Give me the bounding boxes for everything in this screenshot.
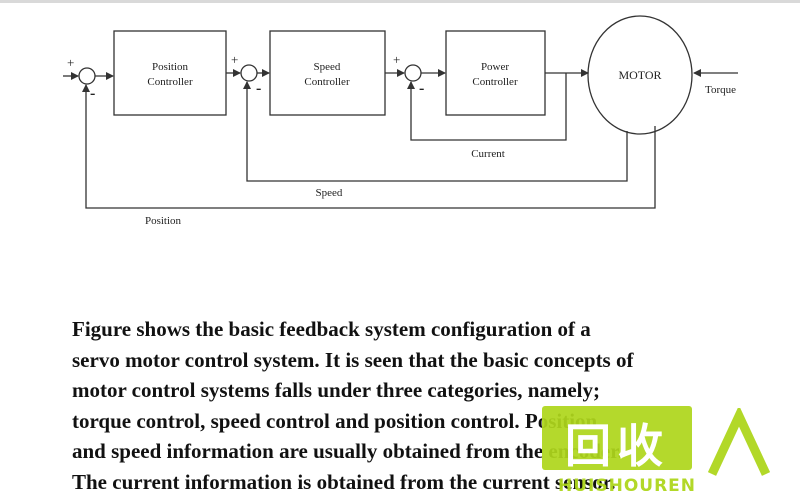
position-controller-label-line1: Position xyxy=(152,61,189,73)
plus-sign-1: + xyxy=(67,55,74,70)
paragraph-line-1: Figure shows the basic feedback system c… xyxy=(72,317,591,341)
plus-sign-2: + xyxy=(231,52,238,67)
position-controller-label-line2: Controller xyxy=(147,76,193,88)
watermark-brand: HUISHOUREN xyxy=(558,476,697,496)
house-icon xyxy=(707,408,771,476)
description-paragraph: Figure shows the basic feedback system c… xyxy=(72,314,772,497)
motor-circle xyxy=(587,15,693,135)
current-label: Current xyxy=(471,148,505,160)
watermark-logo: 回收 xyxy=(542,406,692,473)
summing-junction-2 xyxy=(240,64,258,82)
top-strip xyxy=(0,0,800,3)
plus-sign-3: + xyxy=(393,52,400,67)
speed-controller-block xyxy=(269,30,386,116)
summing-junction-3 xyxy=(404,64,422,82)
paragraph-line-2: servo motor control system. It is seen t… xyxy=(72,347,634,372)
paragraph-line-3: motor control systems falls under three … xyxy=(72,378,601,402)
minus-sign-1: - xyxy=(90,85,95,102)
paragraph-line-4: torque control, speed control and positi… xyxy=(72,408,598,433)
summing-junction-1 xyxy=(78,67,96,85)
motor-label: MOTOR xyxy=(618,68,661,82)
speed-label: Speed xyxy=(316,187,343,199)
paragraph-line-6: The current information is obtained from… xyxy=(72,469,616,494)
speed-feedback-line xyxy=(243,81,628,182)
position-controller-block xyxy=(113,30,227,116)
speed-controller-label-line2: Controller xyxy=(304,76,350,88)
minus-sign-3: - xyxy=(419,80,424,97)
power-controller-block xyxy=(445,30,546,116)
power-controller-label-line1: Power xyxy=(481,61,509,73)
position-label: Position xyxy=(145,215,182,227)
minus-sign-2: - xyxy=(256,80,261,97)
watermark-logo-text: 回收 xyxy=(565,419,669,473)
power-controller-label-line2: Controller xyxy=(472,76,518,88)
watermark: 回收 HUISHOUREN xyxy=(538,400,800,500)
paragraph-line-5: and speed information are usually obtain… xyxy=(72,439,623,463)
torque-label: Torque xyxy=(705,84,736,96)
position-feedback-line xyxy=(82,84,656,209)
current-feedback-line xyxy=(407,73,567,141)
servo-block-diagram: + - + - + - Position Controller Speed Co… xyxy=(63,15,738,227)
speed-controller-label-line1: Speed xyxy=(314,61,341,73)
